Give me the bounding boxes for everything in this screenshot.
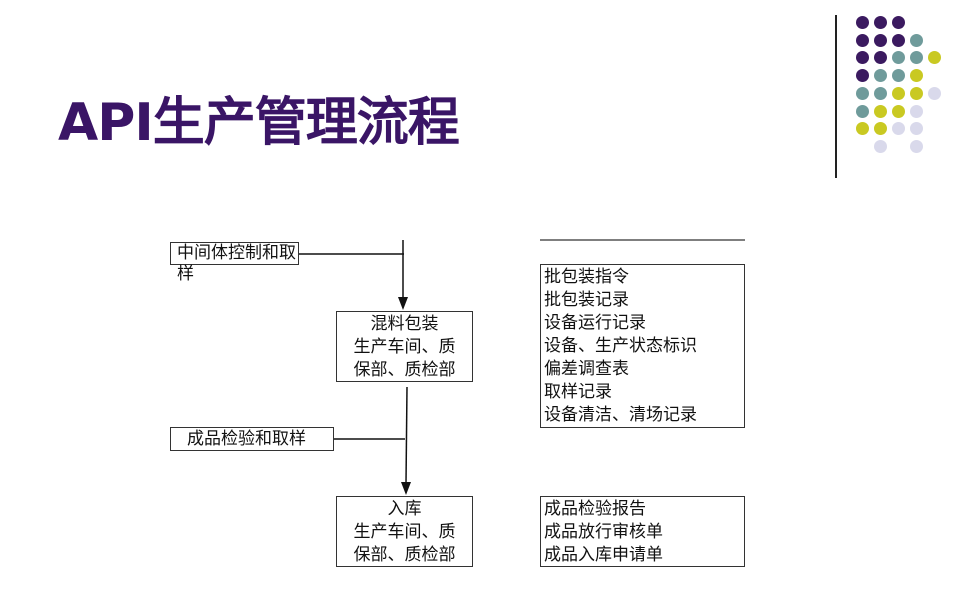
step-dept: 生产车间、质: [353, 337, 456, 357]
dot-yellow: [928, 51, 941, 65]
dot-purple: [874, 16, 887, 29]
dot-teal: [892, 69, 905, 83]
records-box-warehousing: 成品检验报告成品放行审核单成品入库申请单: [540, 496, 745, 567]
dot-lavender: [910, 104, 923, 118]
step-title: 混料包装: [370, 314, 439, 334]
dot-yellow: [856, 122, 869, 136]
step-dept: 保部、质检部: [353, 545, 456, 565]
dot-purple: [874, 33, 887, 47]
dot-yellow: [892, 86, 905, 100]
dot-lavender: [910, 122, 923, 136]
record-item: 取样记录: [544, 382, 612, 402]
dot-teal: [856, 86, 869, 100]
record-item: 成品检验报告: [544, 499, 646, 519]
dot-purple: [856, 33, 869, 47]
dot-yellow: [874, 122, 887, 136]
dot-teal: [856, 104, 869, 118]
divider-line: [835, 15, 837, 178]
dot-purple: [856, 51, 869, 65]
side-label: 中间体控制和取样: [177, 243, 296, 284]
dot-purple: [856, 16, 869, 29]
dot-lavender: [928, 86, 941, 100]
record-item: 设备运行记录: [544, 313, 646, 333]
step-dept: 保部、质检部: [353, 360, 456, 380]
arrowhead-icon: [401, 482, 411, 495]
dot-purple: [892, 16, 905, 29]
dot-yellow: [910, 86, 923, 100]
dot-lavender: [874, 139, 887, 153]
dot-teal: [910, 33, 923, 47]
dot-yellow: [874, 104, 887, 118]
dot-lavender: [910, 139, 923, 153]
dot-purple: [892, 33, 905, 47]
dot-purple: [874, 51, 887, 65]
dot-lavender: [892, 122, 905, 136]
record-item: 设备、生产状态标识: [544, 336, 697, 356]
record-item: 成品入库申请单: [544, 545, 663, 565]
side-box-final-inspection: 成品检验和取样: [170, 427, 334, 451]
side-label: 成品检验和取样: [187, 429, 306, 449]
record-item: 批包装记录: [544, 290, 629, 310]
dot-teal: [874, 69, 887, 83]
arrowhead-icon: [398, 297, 408, 310]
dot-teal: [874, 86, 887, 100]
records-box-packaging: 批包装指令批包装记录设备运行记录设备、生产状态标识偏差调查表取样记录设备清洁、清…: [540, 264, 745, 428]
step-box-warehousing: 入库 生产车间、质 保部、质检部: [336, 496, 473, 567]
step-box-mixing-packaging: 混料包装 生产车间、质 保部、质检部: [336, 311, 473, 382]
record-item: 成品放行审核单: [544, 522, 663, 542]
dot-teal: [910, 51, 923, 65]
slide-title: API生产管理流程: [58, 93, 460, 153]
dot-yellow: [910, 69, 923, 83]
record-item: 偏差调查表: [544, 359, 629, 379]
step-title: 入库: [387, 499, 422, 519]
step-dept: 生产车间、质: [353, 522, 456, 542]
dot-teal: [892, 51, 905, 65]
dot-purple: [856, 69, 869, 83]
record-item: 设备清洁、清场记录: [544, 405, 697, 425]
side-box-intermediate-control: 中间体控制和取样: [170, 242, 299, 284]
record-item: 批包装指令: [544, 267, 629, 287]
dot-yellow: [892, 104, 905, 118]
arrow-to-step2: [405, 386, 408, 484]
